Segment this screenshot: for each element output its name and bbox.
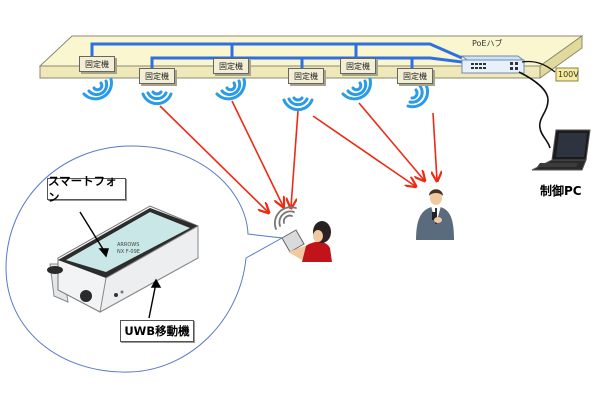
anchor-label: 固定機 (85, 59, 109, 69)
anchor-box: 固定機 (79, 56, 115, 72)
screen-text-line2: NX F-09E (117, 249, 140, 255)
ranging-arrow (159, 105, 268, 212)
uwb-device (47, 205, 199, 313)
screen-text-line1: ARROWS (117, 242, 139, 248)
man-with-device-icon (416, 189, 454, 240)
signal-icon (215, 77, 246, 101)
power-label: 100V (558, 70, 579, 79)
anchor-label: 固定機 (219, 61, 243, 71)
anchor-box: 固定機 (340, 58, 376, 74)
signal-icon (82, 77, 113, 101)
anchor-signals (82, 77, 430, 112)
power-cable (521, 60, 556, 73)
poe-hub-label: PoEハブ (472, 39, 503, 48)
signal-icon (341, 77, 372, 101)
woman-with-tablet-icon (274, 206, 332, 262)
anchor-label: 固定機 (294, 71, 318, 81)
signal-icon (282, 96, 314, 112)
anchor-box: 固定機 (139, 68, 175, 84)
anchor-box: 固定機 (288, 68, 324, 84)
anchor-label: 固定機 (346, 61, 370, 71)
signal-icon (141, 90, 173, 106)
anchor-box: 固定機 (397, 68, 433, 84)
anchor-box: 固定機 (213, 58, 249, 74)
signal-icon (406, 80, 430, 109)
ranging-arrow (231, 100, 283, 206)
anchor-label: 固定機 (403, 71, 427, 81)
pc-cable (518, 71, 551, 149)
ranging-arrow (433, 112, 437, 180)
uwb-device-label-box: UWB移動機 (120, 320, 194, 342)
callout-pointers (79, 211, 162, 319)
power-outlet-box (555, 67, 579, 82)
smartphone-label-box: スマートフォン (47, 174, 126, 204)
ranging-arrow (291, 110, 299, 207)
laptop-icon (531, 129, 591, 171)
uwb-device-label: UWB移動機 (124, 324, 190, 338)
ranging-arrow (358, 102, 424, 180)
poe-hub (460, 55, 525, 74)
ranging-arrow (312, 115, 415, 186)
ranging-arrows (159, 100, 437, 212)
smartphone-label: スマートフォン (48, 174, 117, 204)
anchor-label: 固定機 (145, 71, 169, 81)
control-pc-label: 制御PC (540, 184, 582, 198)
